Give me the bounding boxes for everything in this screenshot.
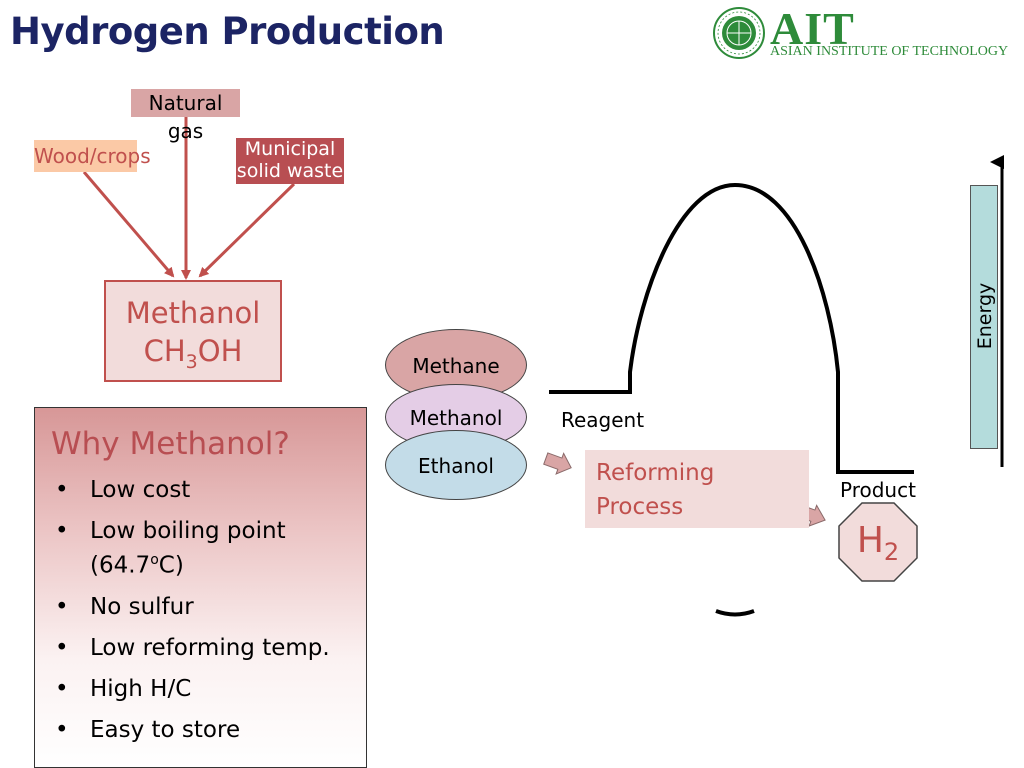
ait-seal-icon (713, 7, 765, 59)
product-label: Product (840, 478, 916, 502)
feedstock-methane: Methane (385, 329, 527, 401)
methanol-formula: CH3OH (143, 334, 243, 373)
reforming-line-2: Process (596, 494, 684, 520)
feedstock-ethanol: Ethanol (385, 430, 527, 500)
energy-axis-label: Energy (974, 282, 996, 350)
list-item: Low boiling point(64.7oC) (55, 517, 330, 581)
msw-line-2: solid waste (236, 160, 344, 182)
curve-fragment (715, 609, 755, 617)
h2-octagon (838, 502, 918, 582)
reforming-process-box: Reforming Process (585, 450, 809, 528)
list-item: High H/C (55, 675, 330, 704)
methanol-name: Methanol (125, 296, 261, 330)
why-methanol-list: Low cost Low boiling point(64.7oC) No su… (55, 476, 330, 757)
logo-subtitle: ASIAN INSTITUTE OF TECHNOLOGY (770, 44, 1009, 59)
h2-symbol: H2 (856, 520, 900, 567)
why-methanol-panel: Why Methanol? Low cost Low boiling point… (34, 407, 367, 768)
list-item: Easy to store (55, 716, 330, 745)
methanol-box: Methanol CH3OH (104, 280, 282, 382)
energy-bar (970, 185, 998, 449)
arrow-wood-crops (82, 171, 175, 278)
source-natural-gas: Natural gas (131, 89, 240, 143)
page-title: Hydrogen Production (10, 10, 445, 53)
list-item: Low reforming temp. (55, 634, 330, 663)
reagent-label: Reagent (561, 408, 645, 432)
arrow-msw (198, 182, 296, 278)
block-arrow-feed (543, 452, 572, 475)
reforming-line-1: Reforming (596, 460, 715, 486)
list-item: No sulfur (55, 593, 330, 622)
msw-line-1: Municipal (244, 138, 336, 160)
why-methanol-title: Why Methanol? (51, 426, 290, 462)
energy-curve (549, 182, 914, 474)
list-item: Low cost (55, 476, 330, 505)
source-wood-crops: Wood/crops (34, 140, 151, 172)
source-municipal-solid-waste: Municipal solid waste (236, 138, 344, 184)
logo-wordmark: AIT (770, 3, 855, 54)
